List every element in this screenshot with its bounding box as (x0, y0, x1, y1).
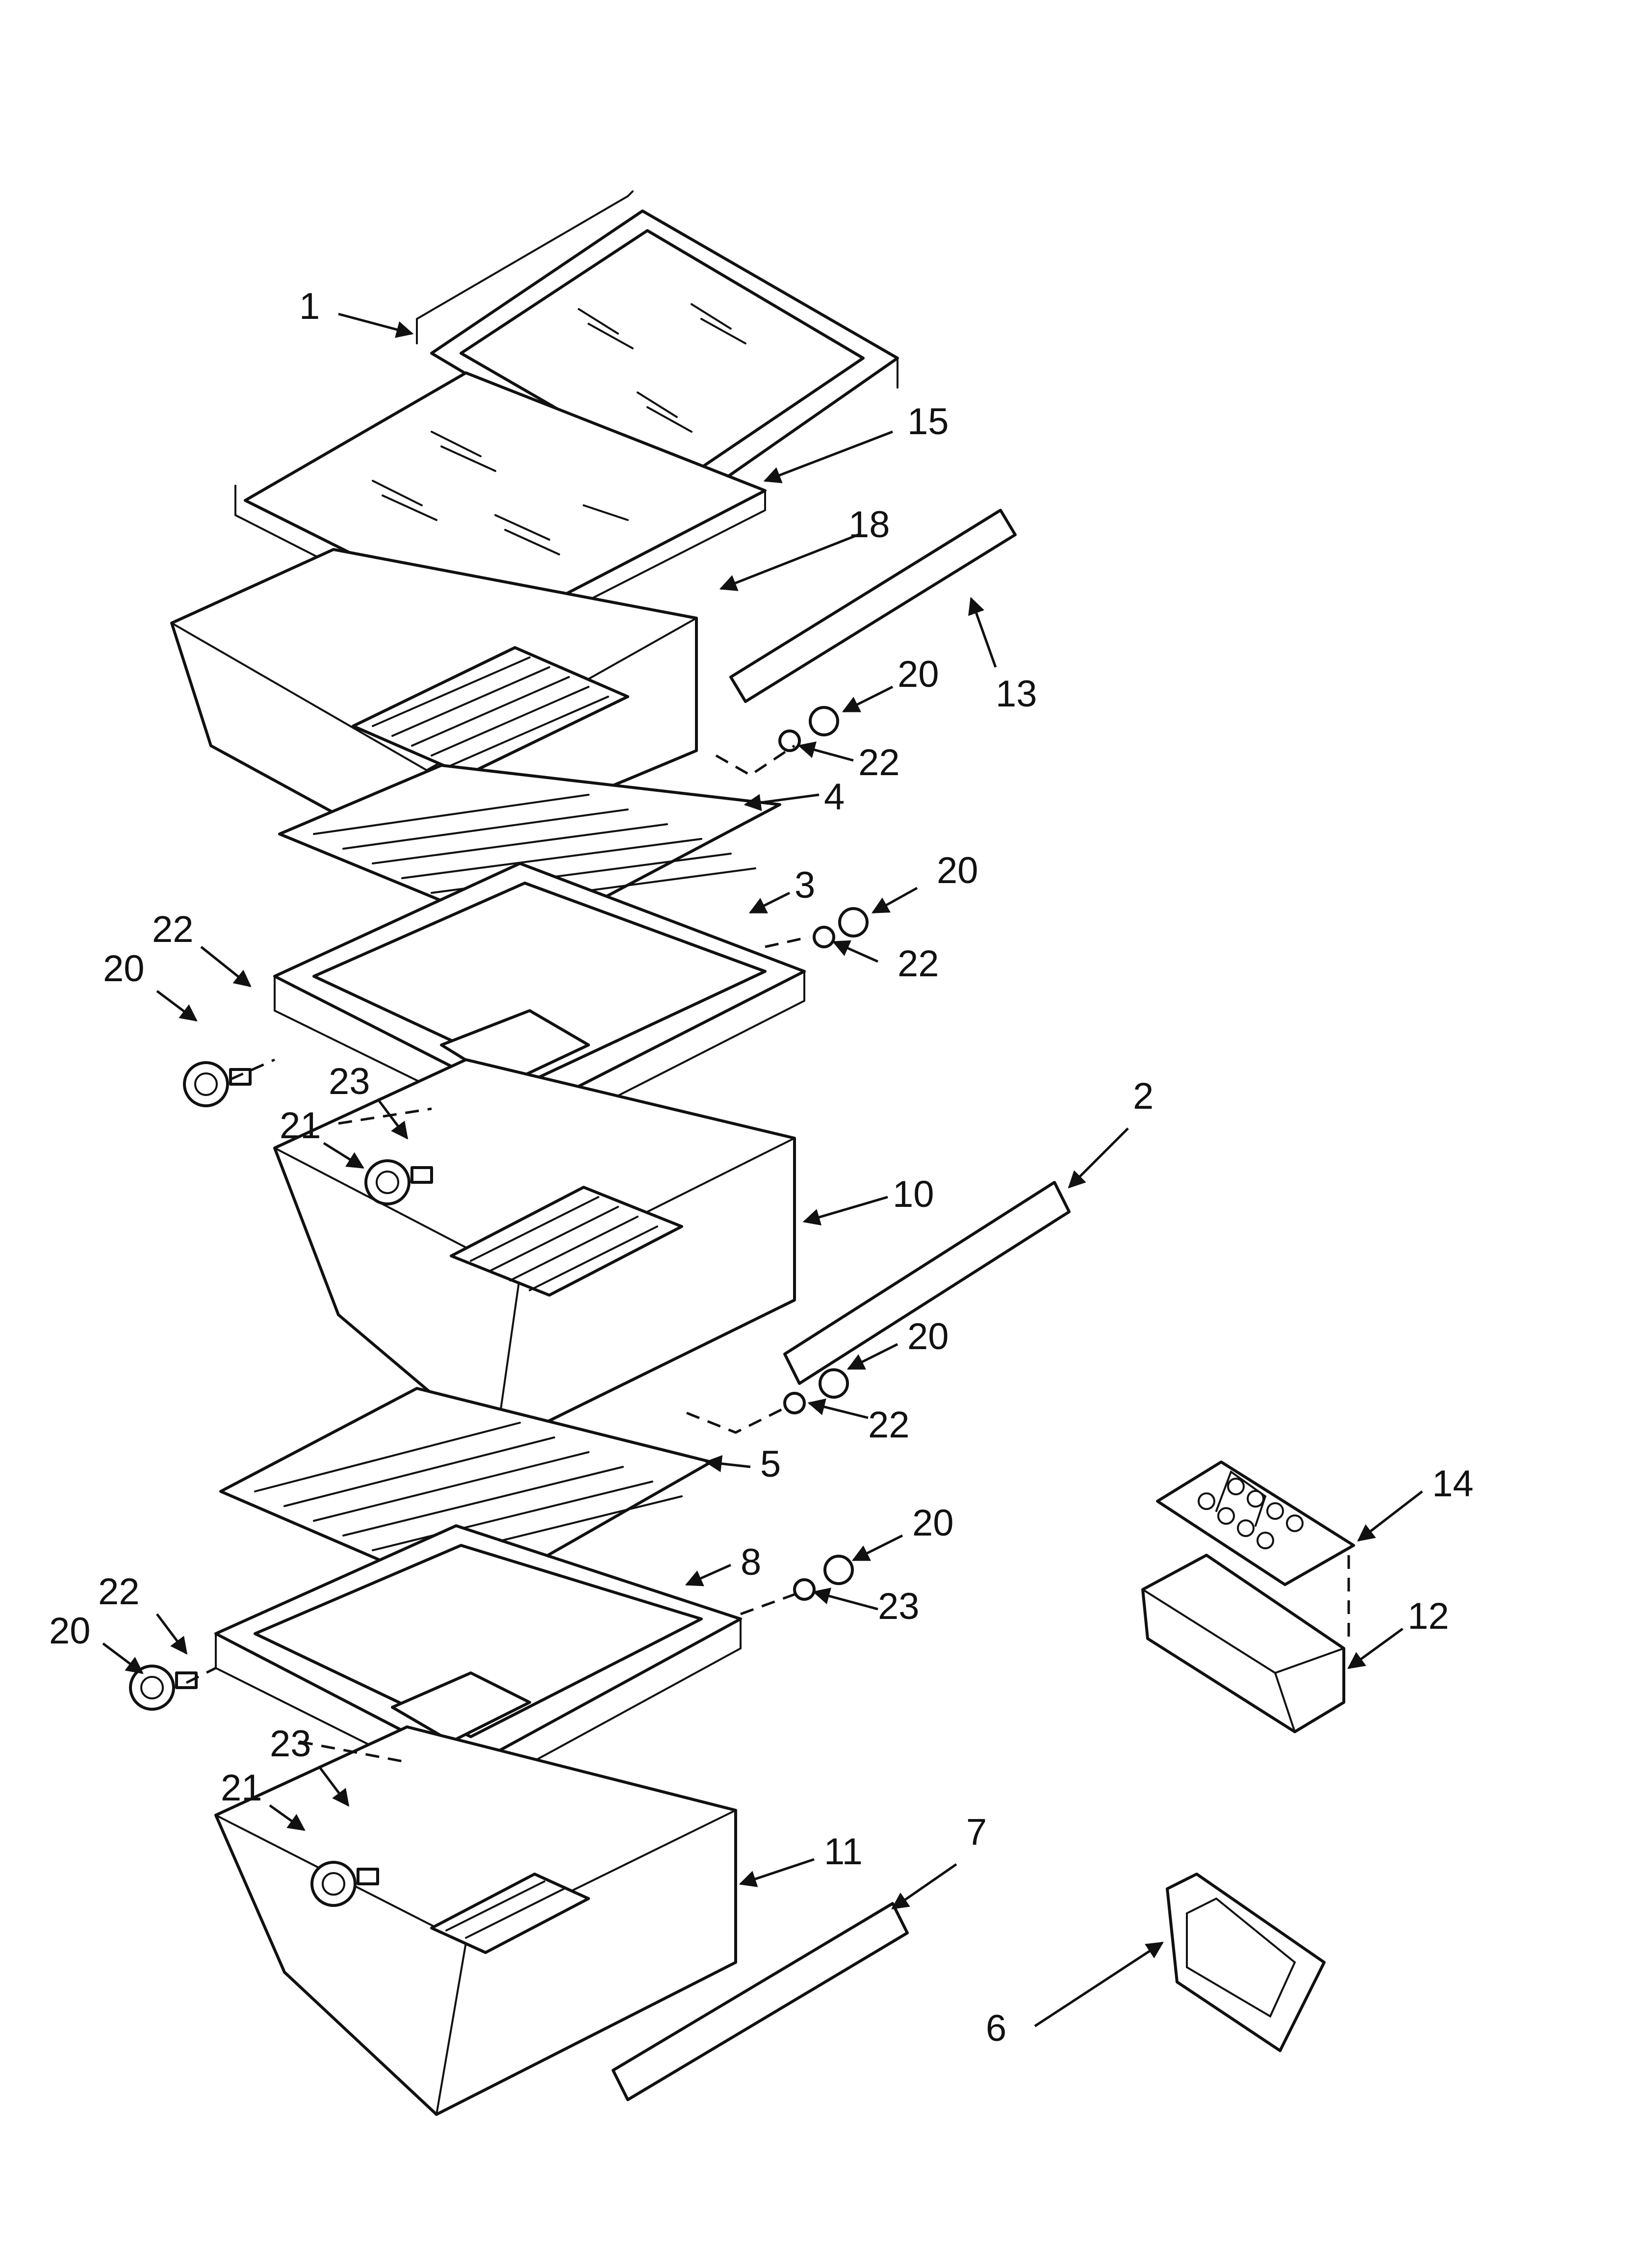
egg-bin-part-12 (1141, 1554, 1345, 1733)
callout-23: 23 (329, 1061, 370, 1102)
callout-23: 23 (270, 1723, 311, 1765)
callout-10: 10 (893, 1173, 934, 1215)
callout-15: 15 (907, 401, 949, 443)
glass-panel-part-4 (278, 764, 781, 938)
leader-lines (102, 313, 1423, 2028)
callout-22: 22 (898, 943, 939, 985)
callout-6: 6 (986, 2007, 1006, 2049)
callout-20: 20 (103, 948, 145, 990)
rail-part-7 (612, 1902, 909, 2101)
callout-22: 22 (858, 742, 900, 783)
callout-14: 14 (1432, 1463, 1474, 1505)
callout-21: 21 (221, 1767, 262, 1809)
callout-18: 18 (848, 504, 890, 546)
callout-7: 7 (966, 1811, 987, 1853)
callout-11: 11 (824, 1831, 863, 1873)
badge-part-6 (1166, 1873, 1326, 2052)
callout-21: 21 (280, 1105, 321, 1147)
callout-4: 4 (824, 776, 845, 818)
callout-20: 20 (49, 1610, 91, 1652)
callout-2: 2 (1133, 1075, 1154, 1117)
glass-reflection-marks (578, 303, 746, 433)
upper-shelf-part-1 (416, 190, 899, 531)
callout-23: 23 (878, 1586, 920, 1627)
callout-20: 20 (937, 850, 978, 891)
callout-1: 1 (299, 286, 320, 327)
rail-part-13 (729, 509, 1017, 703)
callout-22: 22 (152, 909, 194, 950)
callout-20: 20 (907, 1316, 949, 1357)
callout-5: 5 (760, 1443, 781, 1485)
shelf-frame-part-8 (214, 1524, 742, 1797)
rail-part-2 (783, 1181, 1071, 1385)
glass-reflection-marks (372, 431, 629, 555)
roller-hardware (129, 706, 869, 1907)
callout-8: 8 (741, 1541, 761, 1583)
callout-22: 22 (868, 1404, 910, 1446)
egg-tray-part-14 (1156, 1460, 1355, 1586)
callout-labels: 1 15 18 13 20 22 4 20 3 22 22 20 23 21 2… (49, 286, 1474, 2049)
callout-22: 22 (98, 1571, 140, 1613)
callout-12: 12 (1408, 1595, 1449, 1637)
callout-20: 20 (912, 1502, 954, 1544)
callout-13: 13 (996, 673, 1037, 715)
callout-3: 3 (795, 864, 815, 906)
crisper-drawer-part-11 (214, 1725, 737, 2116)
alignment-lines (185, 744, 1350, 1763)
callout-20: 20 (898, 653, 939, 695)
crisper-drawer-part-10 (273, 1058, 796, 1449)
